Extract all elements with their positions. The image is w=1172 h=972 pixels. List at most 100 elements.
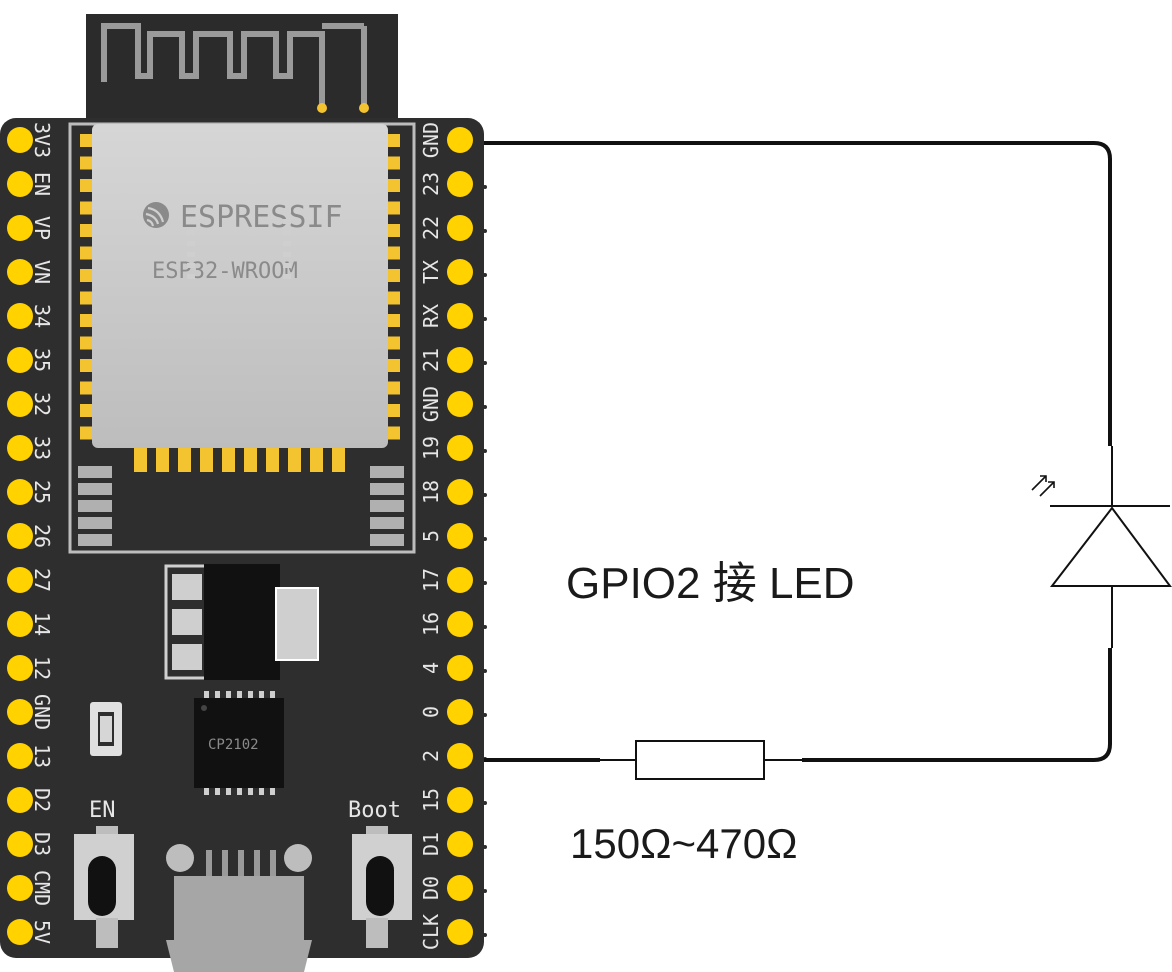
- module-pad: [332, 448, 345, 472]
- pin-label: CMD: [30, 870, 54, 906]
- espressif-logo-icon: [143, 202, 169, 228]
- pin-dot: [483, 713, 487, 717]
- pin-label: 13: [30, 744, 54, 768]
- module-pad: [80, 179, 92, 192]
- chip-pin: [187, 241, 195, 246]
- pin-label: 4: [419, 662, 443, 674]
- header-pin: [447, 919, 473, 945]
- module-pad: [388, 179, 400, 192]
- pin-dot: [483, 405, 487, 409]
- ground-pad: [370, 466, 404, 478]
- module-pad: [134, 448, 147, 472]
- header-pin: [7, 127, 33, 153]
- header-pin: [7, 831, 33, 857]
- header-pin: [447, 303, 473, 329]
- header-pin: [7, 215, 33, 241]
- chip-pin: [248, 787, 253, 795]
- pin-label: VN: [30, 260, 54, 284]
- en-button-label: EN: [89, 798, 116, 823]
- pin-label: 27: [30, 568, 54, 592]
- header-pin: [447, 391, 473, 417]
- pin-label: 34: [30, 304, 54, 328]
- chip-pin: [270, 787, 275, 795]
- module-pads-right: [388, 134, 400, 440]
- usb-chip-label: CP2102: [208, 737, 259, 753]
- pin-header-left: 3V3ENVPVN343532332526271412GND13D2D3CMD5…: [7, 122, 54, 945]
- chip-pin: [283, 274, 291, 279]
- header-pin: [447, 655, 473, 681]
- module-pad: [388, 381, 400, 395]
- pin-dot: [483, 537, 487, 541]
- header-pin: [7, 171, 33, 197]
- resistor-value-label: 150Ω~470Ω: [570, 820, 797, 867]
- pin-label: GND: [30, 694, 54, 730]
- header-pin: [7, 391, 33, 417]
- pin-label: CLK: [419, 914, 443, 950]
- module-pad: [80, 404, 92, 417]
- module-brand: ESPRESSIF: [180, 200, 343, 235]
- pin-dot: [483, 801, 487, 805]
- pin-label: 0: [419, 706, 443, 718]
- module-model: ESP32-WROOM: [152, 259, 298, 284]
- module-pad: [80, 314, 92, 327]
- header-pin: [447, 787, 473, 813]
- header-pin: [447, 127, 473, 153]
- pin-dot: [483, 229, 487, 233]
- header-pin: [447, 567, 473, 593]
- pin-label: 32: [30, 392, 54, 416]
- pin-label: 23: [419, 172, 443, 196]
- header-pin: [447, 479, 473, 505]
- module-pads-bottom: [134, 448, 345, 472]
- wroom-module: ESPRESSIF ESP32-WROOM: [68, 122, 416, 554]
- module-pad: [288, 448, 301, 472]
- boot-button-label: Boot: [348, 798, 401, 823]
- module-pad: [80, 269, 92, 282]
- chip-pin: [187, 274, 195, 279]
- module-pad: [80, 246, 92, 260]
- led-symbol: [1031, 475, 1172, 587]
- pin-label: 14: [30, 612, 54, 636]
- module-pad: [80, 201, 92, 215]
- chip-pin: [226, 691, 231, 699]
- led-to-resistor-wire: [802, 648, 1112, 762]
- pin-label: D1: [419, 832, 443, 856]
- pin-dot: [483, 449, 487, 453]
- module-pad: [388, 359, 400, 372]
- ground-pad: [78, 500, 112, 512]
- pin-label: 3V3: [30, 122, 54, 158]
- ground-pad: [370, 500, 404, 512]
- chip-pin: [259, 691, 264, 699]
- ground-pad: [78, 534, 112, 546]
- chip-pin: [187, 208, 195, 213]
- pin-label: D3: [30, 832, 54, 856]
- chip-pin: [283, 208, 291, 213]
- module-pad: [80, 381, 92, 395]
- pin-label: 5V: [30, 920, 54, 944]
- chip-pin: [283, 219, 291, 224]
- pin-label: 21: [419, 348, 443, 372]
- ground-pad: [370, 483, 404, 495]
- header-pin: [7, 699, 33, 725]
- header-pin: [447, 611, 473, 637]
- header-pin: [7, 919, 33, 945]
- pin-label: TX: [419, 260, 443, 284]
- module-pad: [80, 336, 92, 350]
- light-emission-icon: [1031, 475, 1055, 497]
- module-pad: [156, 448, 169, 472]
- module-pad: [388, 201, 400, 215]
- header-pin: [447, 523, 473, 549]
- header-pin: [7, 655, 33, 681]
- header-pin: [7, 567, 33, 593]
- en-button[interactable]: EN: [74, 798, 134, 948]
- module-pad: [80, 291, 92, 305]
- module-pad: [388, 246, 400, 260]
- header-pin: [7, 523, 33, 549]
- boot-button[interactable]: Boot: [348, 798, 412, 948]
- module-pad: [266, 448, 279, 472]
- chip-pin: [283, 230, 291, 235]
- pin-dot: [483, 493, 487, 497]
- module-pad: [310, 448, 323, 472]
- header-pin: [7, 347, 33, 373]
- pin-dot: [483, 845, 487, 849]
